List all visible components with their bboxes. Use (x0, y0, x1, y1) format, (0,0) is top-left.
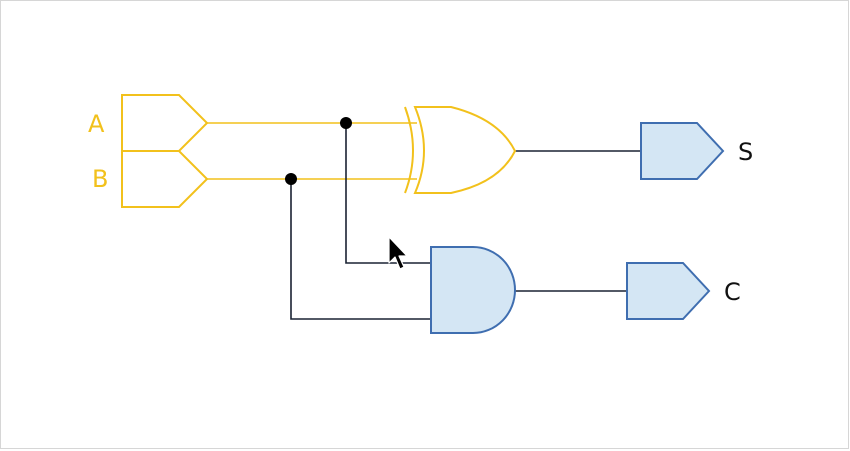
wire-b-to-and (290, 179, 431, 320)
junction-dot-a (340, 117, 352, 129)
input-pin-b[interactable] (121, 150, 209, 208)
output-pin-s[interactable] (640, 122, 725, 180)
output-label-s: S (738, 138, 753, 166)
xor-gate[interactable] (404, 106, 517, 194)
and-gate[interactable] (430, 246, 516, 334)
input-label-b: B (92, 165, 108, 193)
junction-dot-b (285, 173, 297, 185)
input-pin-a[interactable] (121, 94, 209, 152)
output-pin-c[interactable] (626, 262, 711, 320)
input-label-a: A (88, 110, 105, 138)
arrow-pointer-icon (388, 236, 408, 270)
xor-gate-body (413, 106, 517, 194)
output-label-c: C (724, 278, 741, 306)
xor-gate-extra-arc (404, 106, 414, 194)
